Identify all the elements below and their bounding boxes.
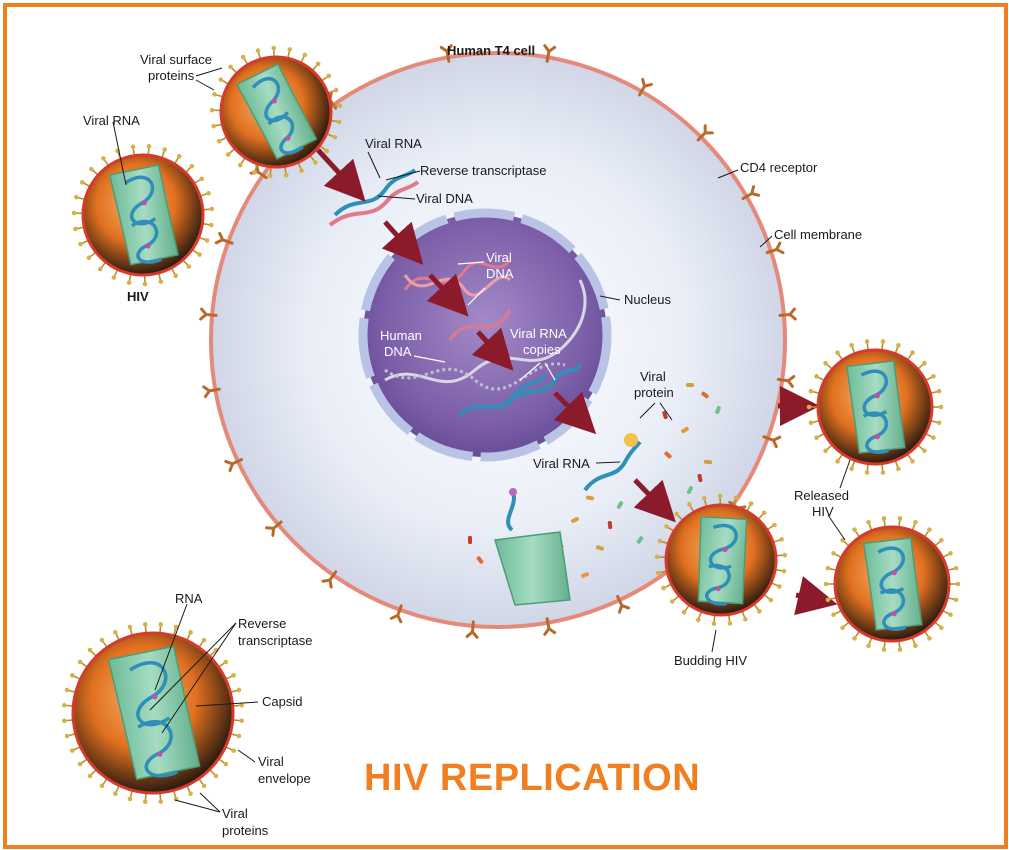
viral-protein-fragment bbox=[607, 520, 613, 530]
viral-protein-fragment bbox=[636, 536, 644, 544]
label-viral-rna-copies-1: Viral RNA bbox=[510, 326, 567, 341]
label-viral-surface-proteins-2: proteins bbox=[148, 68, 195, 83]
viral-protein-fragment bbox=[571, 516, 579, 524]
cd4-receptor-icon bbox=[616, 594, 630, 614]
viral-protein-fragment bbox=[715, 405, 721, 415]
cd4-receptor-icon bbox=[543, 617, 557, 636]
labels: Human T4 cell Viral surface proteins Vir… bbox=[83, 43, 862, 838]
viral-protein-fragment bbox=[585, 495, 595, 501]
viral-protein-fragment bbox=[595, 545, 605, 551]
hiv-virion-free bbox=[71, 143, 215, 287]
cd4-receptor-icon bbox=[439, 44, 453, 63]
label-released-hiv-2: HIV bbox=[812, 504, 834, 519]
cd4-receptors bbox=[199, 44, 797, 639]
viral-protein-fragment bbox=[467, 535, 473, 545]
leader-lines bbox=[112, 67, 851, 813]
label-reverse-transcriptase-1: Reverse bbox=[238, 616, 286, 631]
label-budding-hiv: Budding HIV bbox=[674, 653, 747, 668]
label-human-dna-1: Human bbox=[380, 328, 422, 343]
cd4-receptor-icon bbox=[543, 44, 557, 63]
process-arrows bbox=[316, 148, 838, 616]
label-viral-rna-copies-2: copies bbox=[523, 342, 561, 357]
label-viral-proteins-2: proteins bbox=[222, 823, 269, 838]
cd4-receptor-icon bbox=[465, 620, 479, 639]
viral-protein-fragment bbox=[616, 501, 624, 509]
cytoplasm-viral-rna bbox=[583, 433, 642, 492]
cd4-receptor-icon bbox=[765, 241, 785, 255]
label-hiv-viral-rna: Viral RNA bbox=[83, 113, 140, 128]
ribosome bbox=[624, 433, 638, 447]
cd4-receptor-icon bbox=[638, 77, 653, 97]
viral-protein-fragment bbox=[681, 426, 689, 434]
label-viral-protein-2: protein bbox=[634, 385, 674, 400]
viral-protein-fragment bbox=[476, 556, 484, 564]
viral-protein-fragment bbox=[580, 572, 590, 578]
to-nucleus-arrow bbox=[381, 220, 424, 265]
diagram-title: HIV REPLICATION bbox=[364, 757, 700, 799]
cd4-receptor-icon bbox=[202, 385, 221, 399]
label-rna: RNA bbox=[175, 591, 203, 606]
hiv-virion-anatomy bbox=[62, 622, 244, 804]
cd4-receptor-icon bbox=[265, 520, 283, 537]
cd4-receptor-icon bbox=[224, 458, 244, 472]
viral-protein-fragment bbox=[701, 391, 709, 399]
label-viral-dna-nucleus-2: DNA bbox=[486, 266, 514, 281]
label-human-t4-cell: Human T4 cell bbox=[447, 43, 535, 58]
assembling-capsid bbox=[494, 488, 571, 606]
viral-protein-fragment bbox=[662, 410, 668, 420]
hiv-virion-attaching bbox=[209, 45, 342, 179]
label-viral-dna-nucleus-1: Viral bbox=[486, 250, 512, 265]
diagram-frame bbox=[3, 3, 1008, 849]
cd4-receptor-icon bbox=[741, 185, 761, 200]
viral-rna-copies bbox=[458, 363, 582, 417]
label-reverse-transcriptase-top: Reverse transcriptase bbox=[420, 163, 546, 178]
label-viral-proteins-1: Viral bbox=[222, 806, 248, 821]
viral-protein-fragment bbox=[664, 451, 672, 459]
cd4-receptor-icon bbox=[778, 307, 797, 321]
entry-arrow bbox=[316, 148, 366, 202]
label-viral-envelope-1: Viral bbox=[258, 754, 284, 769]
cd4-receptor-icon bbox=[776, 375, 796, 388]
integration-arrow bbox=[426, 273, 469, 317]
label-viral-dna-top: Viral DNA bbox=[416, 191, 473, 206]
release-arrow-2 bbox=[794, 576, 838, 616]
viral-protein-fragment bbox=[686, 486, 694, 494]
label-viral-envelope-2: envelope bbox=[258, 771, 311, 786]
label-viral-protein-1: Viral bbox=[640, 369, 666, 384]
cd4-receptor-icon bbox=[389, 604, 403, 624]
label-human-dna-2: DNA bbox=[384, 344, 412, 359]
label-nucleus: Nucleus bbox=[624, 292, 671, 307]
label-viral-surface-proteins-1: Viral surface bbox=[140, 52, 212, 67]
hiv-virion-released-1 bbox=[806, 339, 944, 475]
assembly-arrow bbox=[633, 478, 676, 523]
label-viral-rna-top: Viral RNA bbox=[365, 136, 422, 151]
label-hiv: HIV bbox=[127, 289, 149, 304]
cd4-receptor-icon bbox=[199, 307, 218, 321]
cd4-receptor-icon bbox=[762, 435, 782, 449]
viral-protein-fragment bbox=[697, 473, 703, 483]
cd4-receptor-icon bbox=[696, 124, 714, 142]
label-released-hiv-1: Released bbox=[794, 488, 849, 503]
hiv-virion-budding bbox=[654, 493, 788, 626]
viral-protein-fragment bbox=[686, 383, 694, 387]
transcription-arrow bbox=[471, 327, 514, 371]
hiv-virion-released-2 bbox=[823, 516, 961, 652]
cd4-receptor-icon bbox=[321, 570, 338, 589]
export-arrow bbox=[553, 391, 597, 435]
label-cd4-receptor: CD4 receptor bbox=[740, 160, 818, 175]
label-capsid: Capsid bbox=[262, 694, 302, 709]
label-viral-rna-cytoplasm: Viral RNA bbox=[533, 456, 590, 471]
cd4-receptor-icon bbox=[214, 231, 234, 245]
label-cell-membrane: Cell membrane bbox=[774, 227, 862, 242]
label-reverse-transcriptase-2: transcriptase bbox=[238, 633, 312, 648]
virions bbox=[62, 45, 961, 804]
viral-protein-fragment bbox=[703, 459, 713, 465]
